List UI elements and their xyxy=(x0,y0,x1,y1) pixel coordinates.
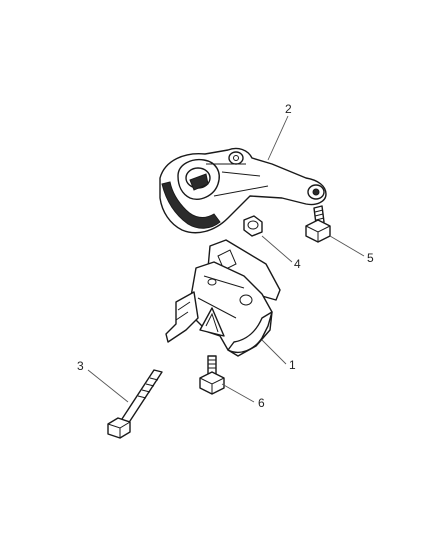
leader-2 xyxy=(267,115,289,161)
callout-1: 1 xyxy=(289,358,296,372)
part-5-bolt xyxy=(305,205,331,243)
callout-labels: 2 4 5 1 3 6 xyxy=(77,102,374,410)
part-6-short-bolt xyxy=(199,355,225,395)
part-2-upper-mount xyxy=(159,147,327,234)
callout-4: 4 xyxy=(294,257,301,271)
leader-3 xyxy=(87,369,129,403)
part-1-bracket xyxy=(165,239,281,357)
leader-lines xyxy=(87,115,365,403)
callout-6: 6 xyxy=(258,396,265,410)
callout-3: 3 xyxy=(77,359,84,373)
part-4-nut xyxy=(243,215,263,237)
leader-5 xyxy=(329,235,365,257)
callout-2: 2 xyxy=(285,102,292,116)
leader-1 xyxy=(261,339,287,365)
leader-6 xyxy=(221,383,255,403)
part-3-long-bolt xyxy=(107,369,163,439)
callout-5: 5 xyxy=(367,251,374,265)
leader-4 xyxy=(261,235,293,263)
